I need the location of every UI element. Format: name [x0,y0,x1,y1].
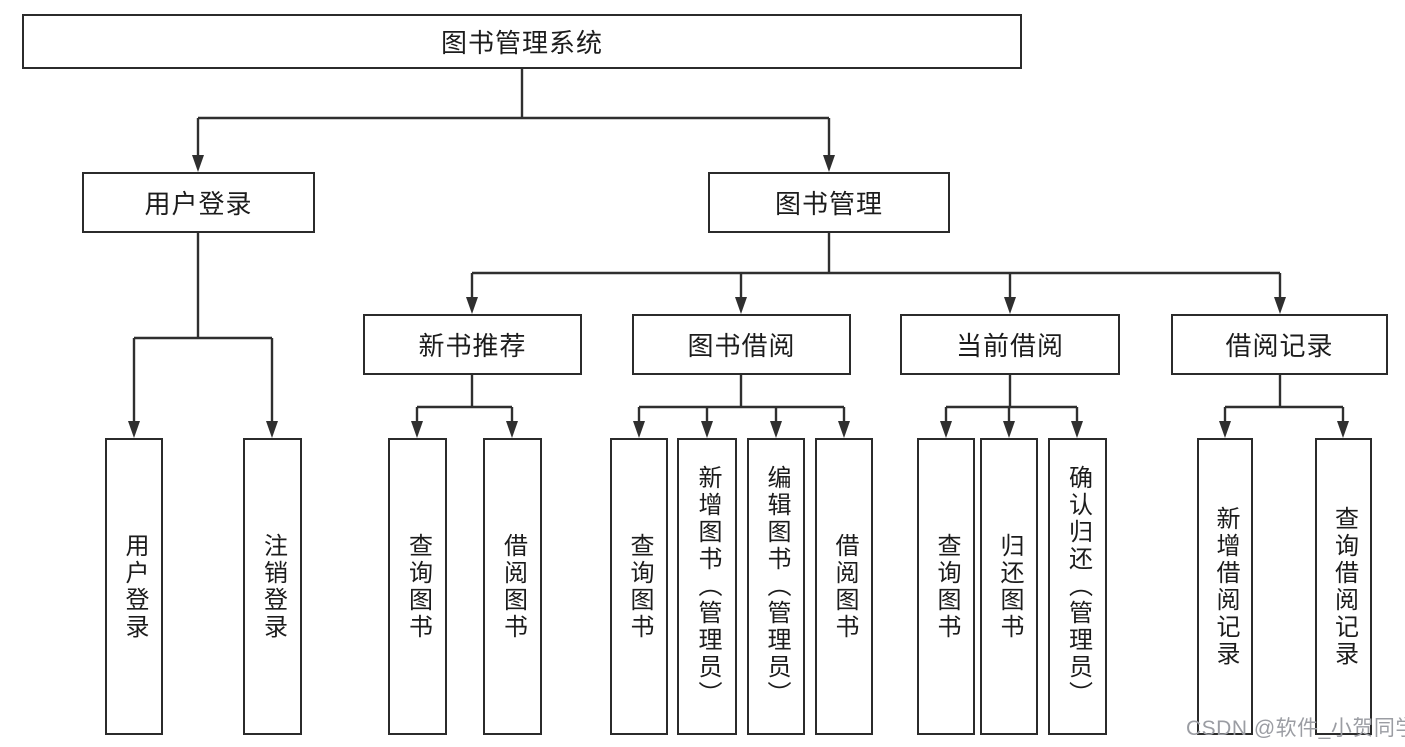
leaf-return-book: 归还图书 [980,438,1038,735]
node-book-borrow: 图书借阅 [632,314,851,375]
arrowheads [128,155,1349,438]
node-label: 用户登录 [144,189,253,219]
leaf-add-borrow-record: 新增借阅记录 [1197,438,1253,735]
node-label: 新书推荐 [418,331,527,361]
leaf-label: 新增图书（管理员） [694,465,721,708]
node-label: 图书管理 [774,189,883,219]
leaf-label: 新增借阅记录 [1212,505,1239,668]
leaf-label: 归还图书 [996,532,1023,641]
leaf-label: 用户登录 [121,532,148,641]
node-current-borrow: 当前借阅 [900,314,1120,375]
leaf-label: 查询图书 [626,532,653,641]
leaf-recommend-query-book: 查询图书 [388,438,447,735]
leaf-borrow-book: 借阅图书 [815,438,873,735]
node-library-management-system: 图书管理系统 [22,14,1022,69]
csdn-watermark: CSDN @软件_小贺同学 [1186,717,1405,740]
node-book-management: 图书管理 [708,172,950,233]
leaf-label: 查询图书 [933,532,960,641]
leaf-label: 编辑图书（管理员） [763,465,790,708]
node-new-book-recommend: 新书推荐 [363,314,582,375]
node-label: 当前借阅 [955,331,1064,361]
node-borrow-records: 借阅记录 [1171,314,1388,375]
leaf-query-borrow-record: 查询借阅记录 [1315,438,1372,735]
leaf-label: 注销登录 [259,532,287,641]
leaf-user-login: 用户登录 [105,438,163,735]
leaf-label: 借阅图书 [831,532,858,641]
node-label: 图书管理系统 [440,28,603,58]
leaf-confirm-return-admin: 确认归还（管理员） [1048,438,1107,735]
node-user-login: 用户登录 [82,172,315,233]
leaf-recommend-borrow-book: 借阅图书 [483,438,542,735]
leaf-label: 确认归还（管理员） [1064,465,1092,708]
leaf-label: 查询借阅记录 [1330,505,1358,668]
leaf-borrow-query-book: 查询图书 [610,438,668,735]
leaf-label: 借阅图书 [499,532,527,641]
node-label: 图书借阅 [687,331,796,361]
leaf-label: 查询图书 [404,532,432,641]
leaf-add-book-admin: 新增图书（管理员） [677,438,737,735]
leaf-logout: 注销登录 [243,438,302,735]
node-label: 借阅记录 [1225,331,1334,361]
leaf-edit-book-admin: 编辑图书（管理员） [747,438,805,735]
leaf-current-query-book: 查询图书 [917,438,975,735]
